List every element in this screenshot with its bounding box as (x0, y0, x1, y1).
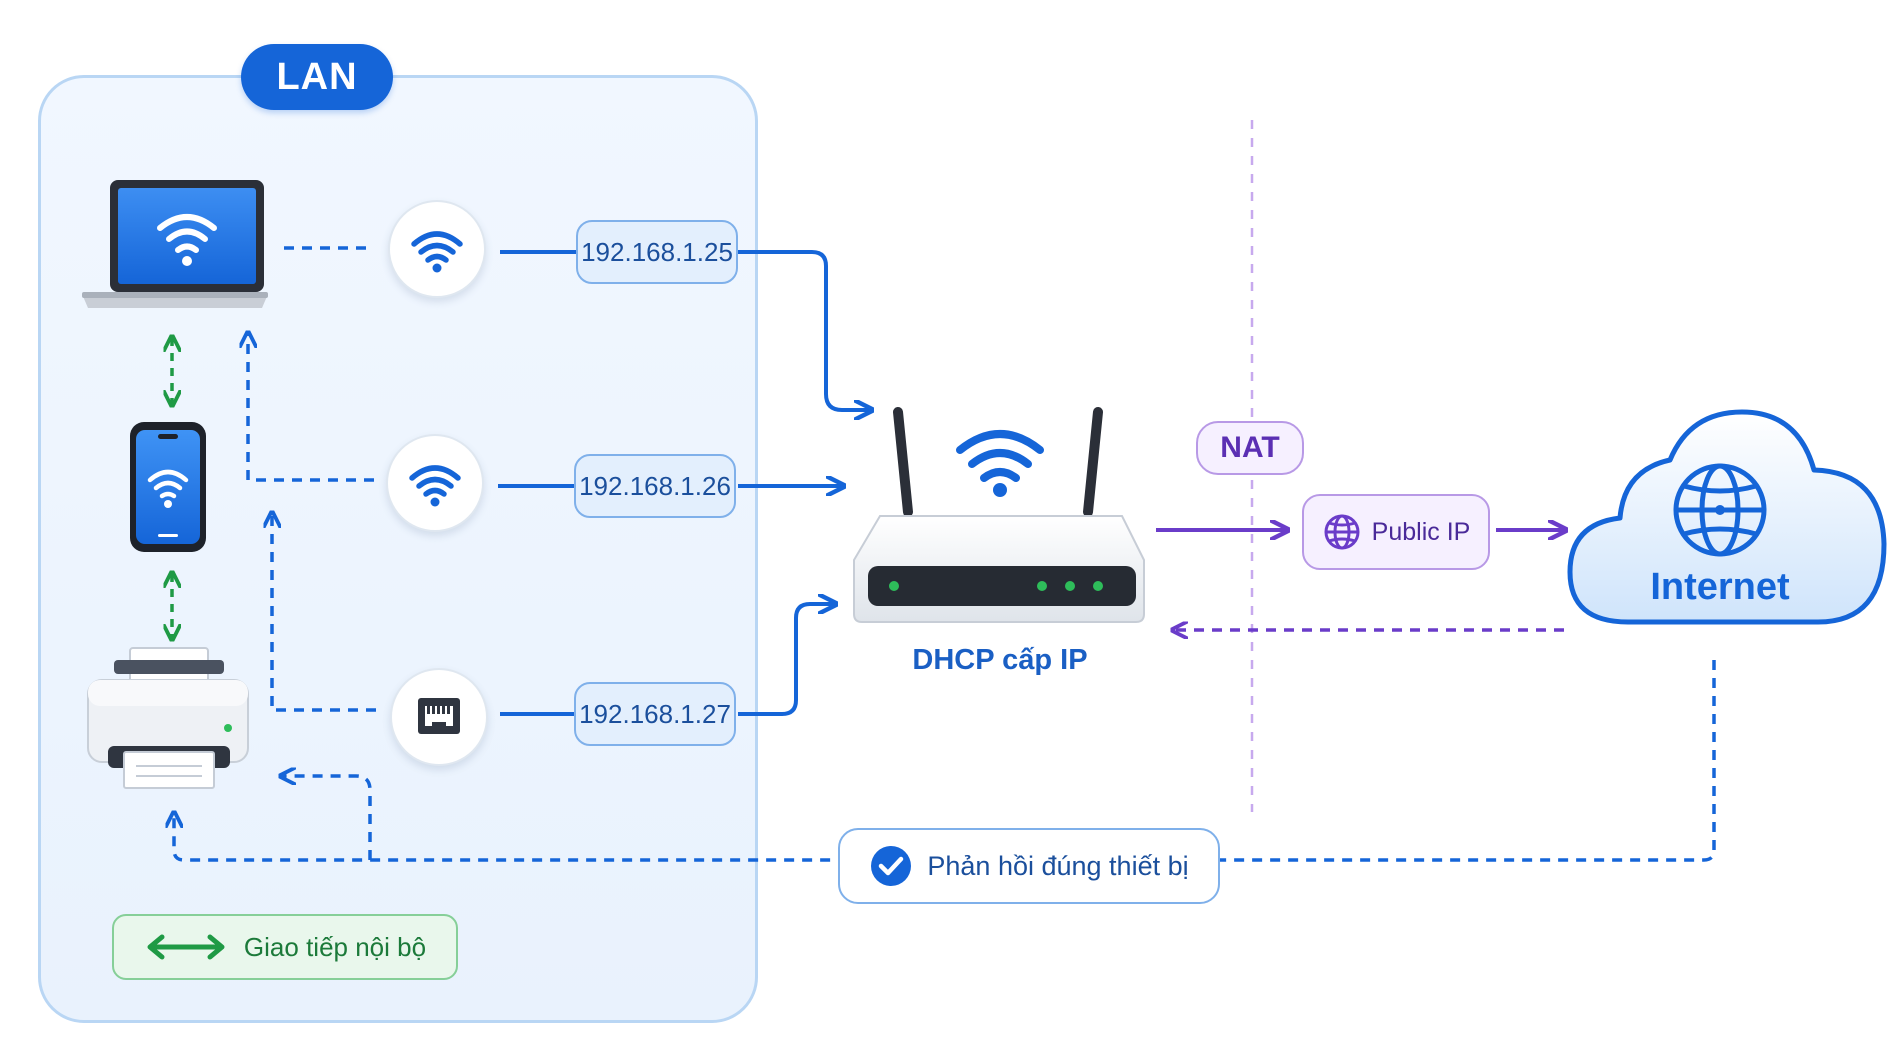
ip1-to-router-arrow (738, 250, 870, 410)
printer-to-ethernet-link (272, 514, 376, 712)
cloud-icon (1567, 409, 1887, 625)
lan-title: LAN (241, 44, 393, 110)
laptop-icon (82, 180, 268, 308)
router-icon (853, 407, 1145, 623)
router-label: DHCP cấp IP (912, 644, 1088, 676)
printer-icon (87, 647, 249, 789)
public-ip-box: Public IP (1302, 494, 1490, 570)
ip-label-laptop: 192.168.1.25 (576, 220, 738, 284)
response-label: Phản hồi đúng thiết bị (927, 850, 1189, 881)
wifi-connection-2 (386, 434, 484, 532)
public-ip-label: Public IP (1371, 517, 1471, 546)
phone-icon (130, 422, 206, 552)
ethernet-connection (390, 668, 488, 766)
wifi-connection-1 (388, 200, 486, 298)
ethernet-port-icon (418, 698, 460, 734)
response-box: Phản hồi đúng thiết bị (838, 828, 1220, 904)
globe-icon (1324, 514, 1360, 550)
wifi-icon (411, 231, 463, 273)
globe-icon (1673, 463, 1767, 557)
legend-box: Giao tiếp nội bộ (112, 914, 458, 980)
double-arrow-icon (147, 934, 225, 960)
ip-label-phone: 192.168.1.26 (574, 454, 736, 518)
response-branch-to-printer (282, 776, 372, 860)
internet-label: Internet (1650, 566, 1790, 608)
phone-to-wifi-link (248, 334, 374, 482)
ip-label-printer: 192.168.1.27 (574, 682, 736, 746)
wifi-icon (409, 465, 461, 507)
legend-label: Giao tiếp nội bộ (243, 931, 427, 962)
ip3-to-router-arrow (738, 604, 834, 716)
check-icon (871, 846, 912, 886)
nat-label: NAT (1196, 421, 1304, 475)
